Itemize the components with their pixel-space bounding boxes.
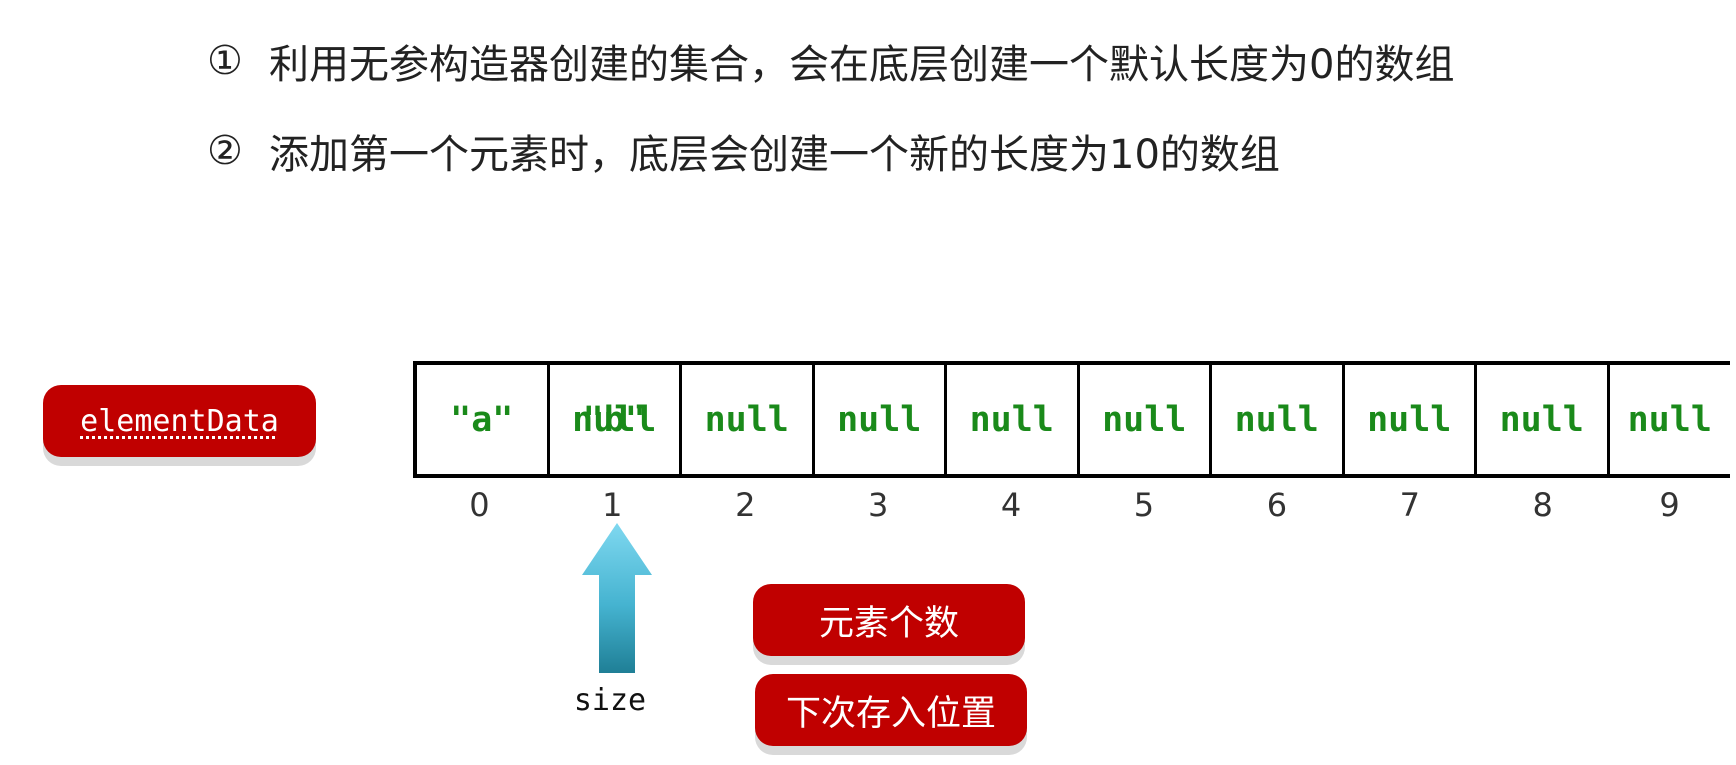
index-4: 4	[1000, 486, 1022, 524]
index-0: 0	[469, 486, 490, 524]
index-5: 5	[1133, 486, 1155, 524]
size-pointer-arrow-icon	[582, 523, 652, 673]
array-cell-2: null	[682, 365, 815, 474]
bullet-1-number: ①	[207, 38, 243, 84]
next-position-label: 下次存入位置	[755, 674, 1027, 746]
bullet-2: ② 添加第一个元素时，底层会创建一个新的长度为10的数组	[207, 122, 1280, 180]
bullet-2-number: ②	[207, 128, 243, 174]
array-cell-0: "a"	[417, 365, 550, 474]
index-1: 1	[602, 486, 623, 524]
array-cell-3: null	[815, 365, 947, 474]
element-count-label: 元素个数	[753, 584, 1025, 656]
index-7: 7	[1399, 486, 1420, 524]
array-cell-7: null	[1345, 365, 1477, 474]
next-position-text: 下次存入位置	[785, 693, 996, 734]
bullet-2-text: 添加第一个元素时，底层会创建一个新的长度为10的数组	[269, 132, 1280, 178]
index-3: 3	[867, 486, 889, 524]
elementdata-label-text: elementData	[80, 403, 279, 439]
array-cell-1-value: null	[572, 399, 657, 440]
index-9: 9	[1659, 486, 1680, 524]
index-8: 8	[1532, 486, 1553, 524]
array-cell-5: null	[1080, 365, 1212, 474]
array-cell-1: null "b"	[550, 365, 682, 474]
element-count-text: 元素个数	[818, 603, 959, 644]
array-cell-1-overlay: "b"	[582, 399, 646, 440]
bullet-1: ① 利用无参构造器创建的集合，会在底层创建一个默认长度为0的数组	[207, 32, 1454, 90]
array-cell-4: null	[947, 365, 1080, 474]
array-cell-9: null	[1627, 399, 1712, 440]
index-2: 2	[735, 486, 756, 524]
array-box: "a" null "b" null null null null null nu…	[413, 361, 1730, 478]
size-label: size	[573, 683, 647, 718]
bullet-1-text: 利用无参构造器创建的集合，会在底层创建一个默认长度为0的数组	[269, 42, 1455, 88]
array-cell-8: null	[1477, 365, 1610, 474]
elementdata-label: elementData	[43, 385, 316, 457]
array-cell-6: null	[1212, 365, 1345, 474]
index-6: 6	[1266, 486, 1288, 524]
array-indices: 0 1 2 3 4 5 6 7 8 9	[413, 486, 1730, 524]
